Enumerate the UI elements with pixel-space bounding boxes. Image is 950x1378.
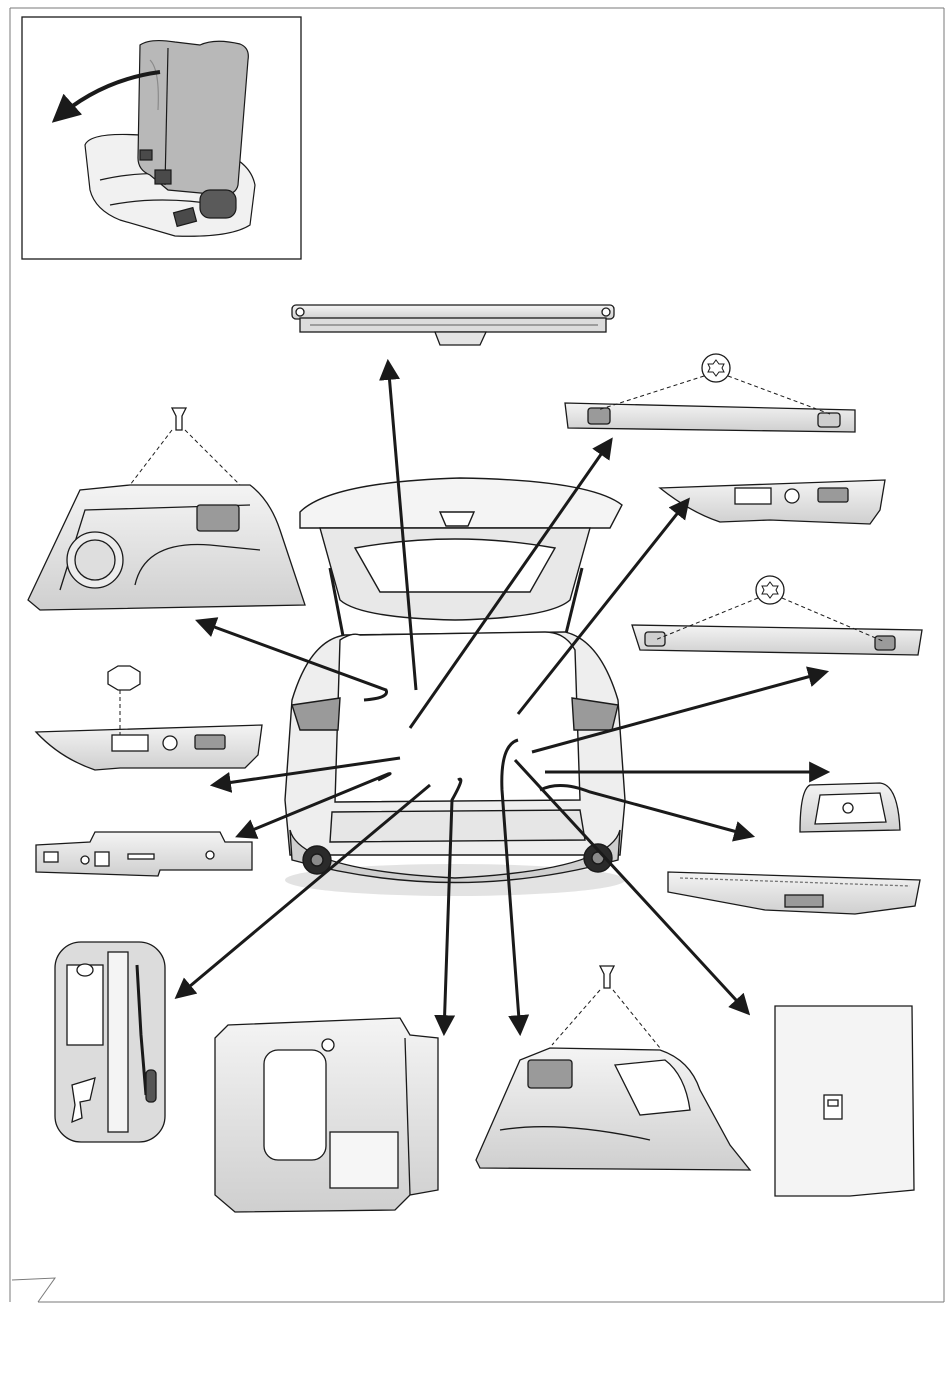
lower-trim-right-icon — [632, 576, 922, 655]
light-cover-icon — [800, 783, 900, 832]
tailgate-side-trim-right-icon — [660, 480, 885, 524]
floor-box-icon — [215, 1018, 438, 1212]
seat-fold-inset — [22, 17, 301, 259]
vehicle-rear-icon — [285, 478, 625, 896]
scuff-plate-icon — [668, 872, 920, 914]
floor-board-icon — [775, 1006, 914, 1196]
quarter-trim-left-icon — [28, 408, 305, 610]
tool-bracket-icon — [36, 832, 252, 876]
luggage-cover-icon — [292, 305, 614, 345]
upper-trim-right-icon — [565, 354, 855, 432]
tool-kit-icon — [55, 942, 165, 1142]
tailgate-side-trim-left-icon — [36, 666, 262, 770]
